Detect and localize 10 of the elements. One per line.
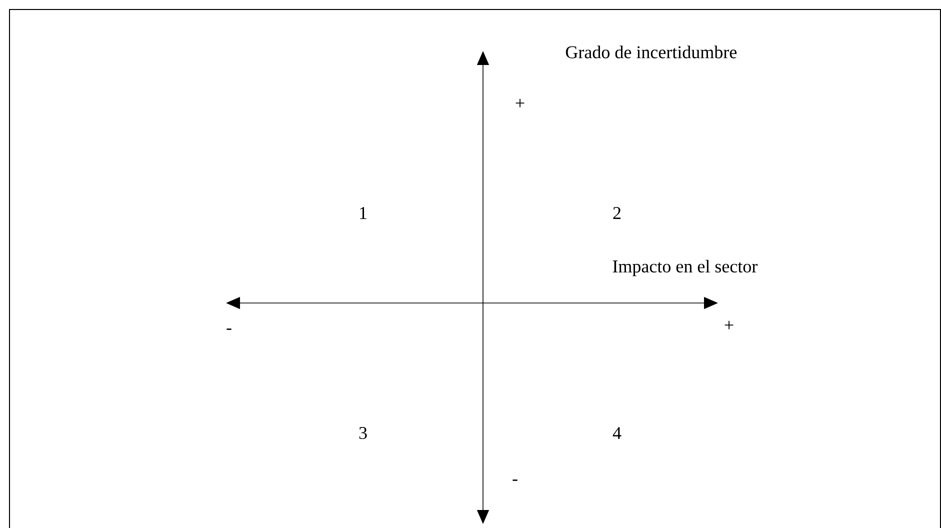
sign-label: - (226, 328, 232, 330)
sign-label: + (724, 320, 734, 330)
sign-label: + (516, 98, 524, 108)
quadrant-number: 3 (359, 426, 367, 440)
axis-title: Grado de incertidumbre (566, 46, 737, 58)
axis-title: Impacto en el sector (612, 260, 758, 276)
quadrant-number: 2 (613, 207, 621, 219)
quadrant-number: 4 (612, 427, 622, 439)
sign-label: - (512, 480, 518, 481)
quadrant-number: 1 (360, 207, 366, 219)
